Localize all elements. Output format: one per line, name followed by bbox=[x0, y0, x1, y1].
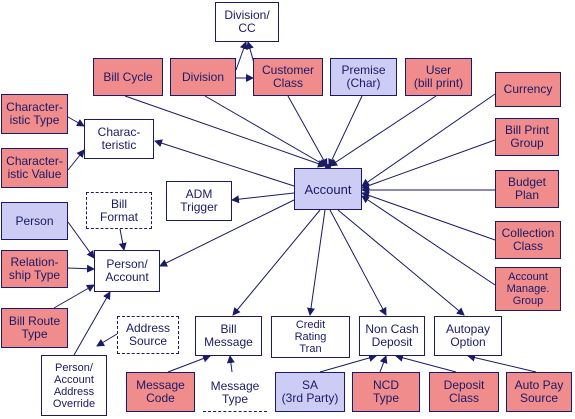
node-bill-route-type: Bill Route Type bbox=[1, 308, 68, 348]
edge-account-admtrigger bbox=[231, 192, 295, 204]
node-non-cash-deposit: Non Cash Deposit bbox=[359, 316, 425, 356]
node-person-account: Person/ Account bbox=[94, 250, 160, 292]
node-characteristic-type: Character- istic Type bbox=[1, 94, 68, 134]
edge-currency-account bbox=[361, 93, 496, 187]
edge-chartype-characteristic bbox=[67, 116, 85, 127]
edge-override-personaccount bbox=[73, 291, 111, 356]
edge-messagecode-billmessage bbox=[167, 354, 211, 373]
edge-premise-account bbox=[328, 95, 363, 167]
node-customer-class: Customer Class bbox=[253, 58, 323, 96]
node-message-type: Message Type bbox=[203, 375, 267, 412]
node-relationship-type: Relation- ship Type bbox=[1, 250, 68, 288]
edge-account-noncashdeposit bbox=[329, 209, 387, 316]
edge-account-creditrating bbox=[307, 209, 326, 316]
node-user-bill-print: User (bill print) bbox=[405, 58, 472, 96]
edge-accountmanagegroup-account bbox=[361, 195, 496, 286]
node-ncd-type: NCD Type bbox=[352, 372, 420, 412]
node-collection-class: Collection Class bbox=[495, 221, 561, 259]
edge-account-characteristic bbox=[154, 139, 295, 187]
node-account-manage-group: Account Manage. Group bbox=[495, 267, 561, 311]
node-person: Person bbox=[1, 202, 68, 240]
node-budget-plan: Budget Plan bbox=[495, 170, 559, 208]
node-deposit-class: Deposit Class bbox=[429, 372, 499, 412]
node-characteristic-value: Character- istic Value bbox=[1, 148, 68, 188]
node-premise-char: Premise (Char) bbox=[330, 58, 397, 96]
edge-billroutetype-personaccount bbox=[53, 284, 95, 309]
node-credit-rating-tran: Credit Rating Tran bbox=[271, 316, 350, 358]
edge-bill-cycle-account bbox=[124, 95, 326, 168]
edge-billprintgroup-account bbox=[361, 139, 496, 190]
edge-user-account bbox=[329, 95, 437, 167]
node-account: Account bbox=[294, 168, 362, 210]
node-message-code: Message Code bbox=[126, 372, 195, 412]
edge-autopaysource-autopay bbox=[467, 353, 537, 373]
edge-sa-noncashdeposit bbox=[319, 354, 377, 373]
node-bill-print-group: Bill Print Group bbox=[495, 118, 559, 156]
node-bill-message: Bill Message bbox=[195, 316, 262, 356]
node-person-account-address-override: Person/ Account Address Override bbox=[41, 355, 107, 416]
node-bill-cycle: Bill Cycle bbox=[93, 58, 163, 96]
edge-division-divisioncc bbox=[235, 41, 248, 71]
edge-collectionclass-account bbox=[361, 191, 496, 241]
node-sa-3rd-party: SA (3rd Party) bbox=[275, 372, 345, 412]
node-address-source: Address Source bbox=[117, 316, 179, 354]
node-characteristic: Charac- teristic bbox=[84, 119, 154, 159]
node-currency: Currency bbox=[495, 72, 561, 107]
edge-relationshiptype-personaccount bbox=[67, 264, 95, 273]
edge-account-autopay bbox=[337, 209, 465, 316]
edge-charvalue-characteristic bbox=[67, 149, 85, 171]
edge-division-account bbox=[204, 95, 327, 167]
edge-ncdtype-noncashdeposit bbox=[379, 355, 388, 373]
edge-addresssource-override bbox=[96, 333, 118, 347]
edge-depositclass-noncashdeposit bbox=[395, 353, 457, 373]
edge-person-personaccount bbox=[67, 221, 95, 259]
node-adm-trigger: ADM Trigger bbox=[166, 181, 232, 221]
edge-account-billmessage bbox=[232, 209, 321, 316]
edge-messagetype-billmessage bbox=[226, 355, 235, 373]
node-bill-format: Bill Format bbox=[86, 192, 152, 229]
edge-billformat-personaccount bbox=[118, 228, 127, 251]
node-autopay-option: Autopay Option bbox=[434, 316, 502, 356]
node-division-cc: Division/ CC bbox=[215, 2, 279, 42]
edge-customer-class-account bbox=[287, 95, 328, 167]
edge-account-personaccount bbox=[159, 199, 295, 267]
node-division: Division bbox=[170, 58, 236, 96]
node-auto-pay-source: Auto Pay Source bbox=[506, 372, 572, 412]
